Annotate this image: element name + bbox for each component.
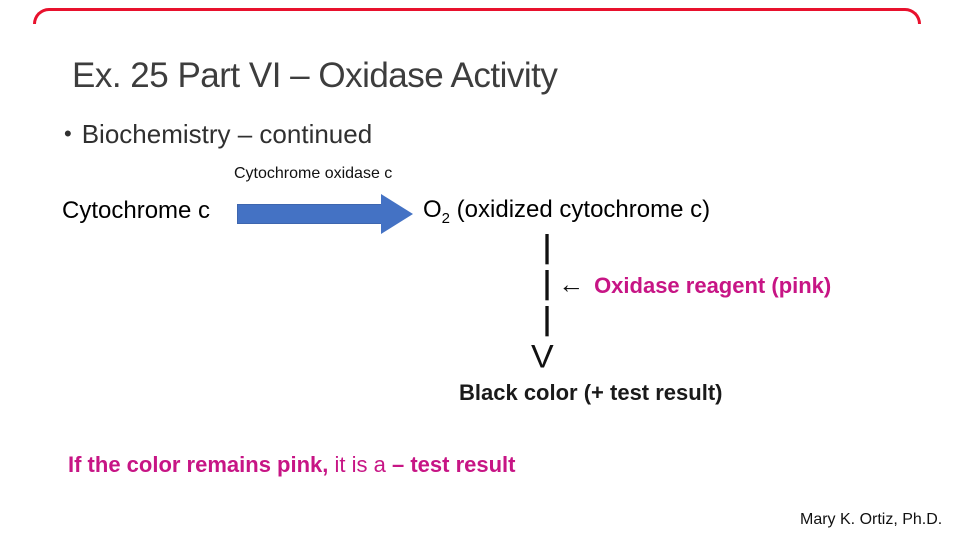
flow-dash-3: | (538, 302, 831, 338)
pipe-glyph: | (538, 302, 557, 337)
flow-dashed-line: | |← Oxidase reagent (pink) | (538, 230, 831, 338)
note-part-3: – test result (391, 452, 516, 477)
product-symbol: O (423, 196, 442, 223)
bullet-icon: • (64, 121, 72, 146)
enzyme-label: Cytochrome oxidase c (234, 165, 393, 182)
positive-result-label: Black color (+ test result) (459, 380, 723, 405)
note-part-2: it is a (334, 452, 392, 477)
negative-result-note: If the color remains pink, it is a – tes… (68, 452, 515, 478)
product-subscript: 2 (441, 209, 451, 227)
reagent-label: Oxidase reagent (pink) (594, 273, 832, 298)
left-arrow-icon: ← (558, 269, 585, 299)
substrate-label: Cytochrome c (62, 197, 211, 224)
flow-dash-2-with-reagent: |← Oxidase reagent (pink) (538, 266, 831, 302)
slide-top-border-decoration (33, 8, 921, 24)
pipe-glyph: | (538, 266, 557, 301)
product-label: O2 (oxidized cytochrome c) (423, 196, 710, 227)
bullet-item: • Biochemistry – continued (64, 119, 372, 150)
author-credit: Mary K. Ortiz, Ph.D. (800, 511, 943, 528)
bullet-label: Biochemistry – continued (81, 119, 373, 149)
note-part-1: If the color remains pink, (68, 452, 335, 477)
product-description: (oxidized cytochrome c) (450, 196, 711, 223)
flow-dash-1: | (538, 230, 831, 266)
down-arrow-icon: V (531, 338, 554, 376)
pipe-glyph: | (538, 230, 557, 265)
reaction-arrow-icon (237, 204, 382, 224)
slide-title: Ex. 25 Part VI – Oxidase Activity (72, 56, 558, 95)
reaction-arrow-head-icon (381, 194, 413, 234)
